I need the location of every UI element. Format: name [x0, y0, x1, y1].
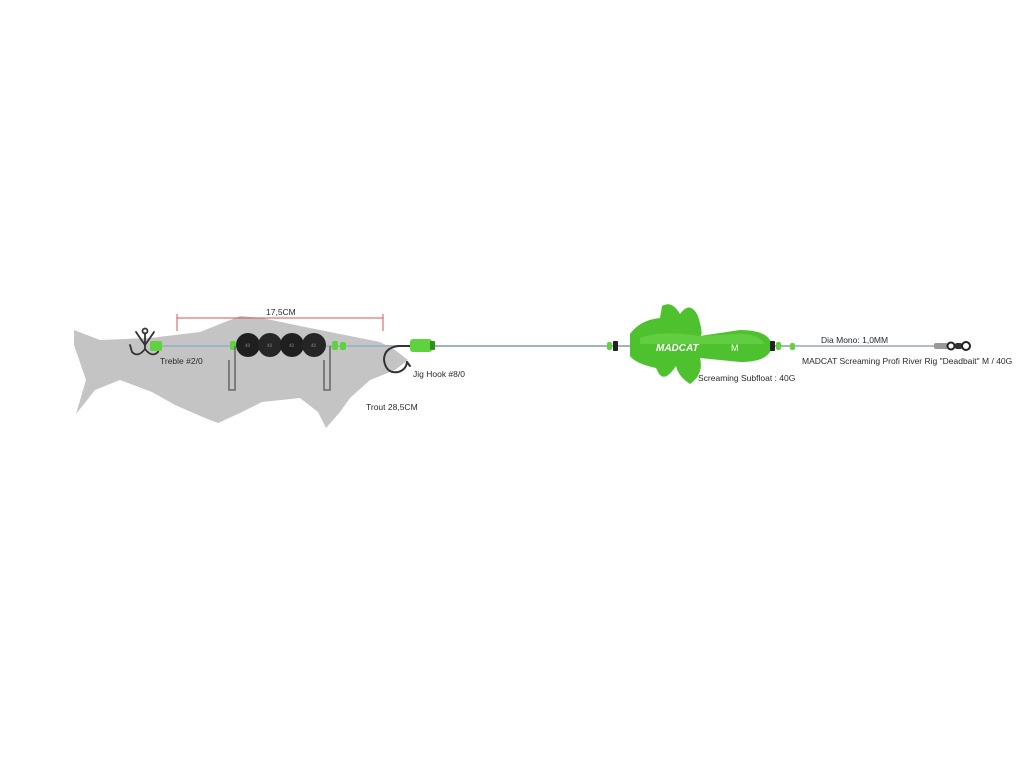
trout-label: Trout 28,5CM [366, 402, 418, 412]
bead-label: 40 [289, 343, 295, 348]
float-stop-left-dark [613, 341, 618, 351]
bead [280, 333, 304, 357]
subfloat-body: MADCAT M [630, 304, 772, 384]
treble-label: Treble #2/0 [160, 356, 203, 366]
treble-hook-icon [129, 327, 161, 356]
bead-stop-right [332, 341, 338, 350]
dia-mono-label: Dia Mono: 1,0MM [821, 335, 889, 345]
float-stop-right-dark [770, 341, 775, 351]
float-stop-left [607, 342, 612, 350]
bead [302, 333, 326, 357]
bead-label: 40 [311, 343, 317, 348]
jig-sleeve [410, 339, 432, 352]
trout-silhouette [74, 316, 408, 428]
jig-sleeve-cap [430, 341, 435, 350]
jig-hook-icon [382, 345, 411, 374]
bead [258, 333, 282, 357]
wire-pins [228, 346, 331, 391]
bead-label: 40 [245, 343, 251, 348]
measure-bracket [176, 314, 384, 331]
measure-label: 17,5CM [266, 307, 296, 317]
float-stop-right [776, 342, 781, 350]
subfloat-label: Screaming Subfloat : 40G [698, 373, 796, 383]
bead [236, 333, 260, 357]
bead-stop-right-2 [340, 342, 346, 350]
swivel-icon [934, 341, 971, 351]
treble-sleeve [150, 341, 162, 351]
bead-cluster: 40 40 40 40 [236, 333, 326, 357]
line-stop [790, 343, 795, 350]
float-brand: MADCAT [656, 343, 699, 354]
jig-hook-label: Jig Hook #8/0 [413, 369, 465, 379]
product-label: MADCAT Screaming Profi River Rig "Deadba… [802, 356, 1013, 366]
float-size: M [731, 343, 739, 353]
bead-label: 40 [267, 343, 273, 348]
